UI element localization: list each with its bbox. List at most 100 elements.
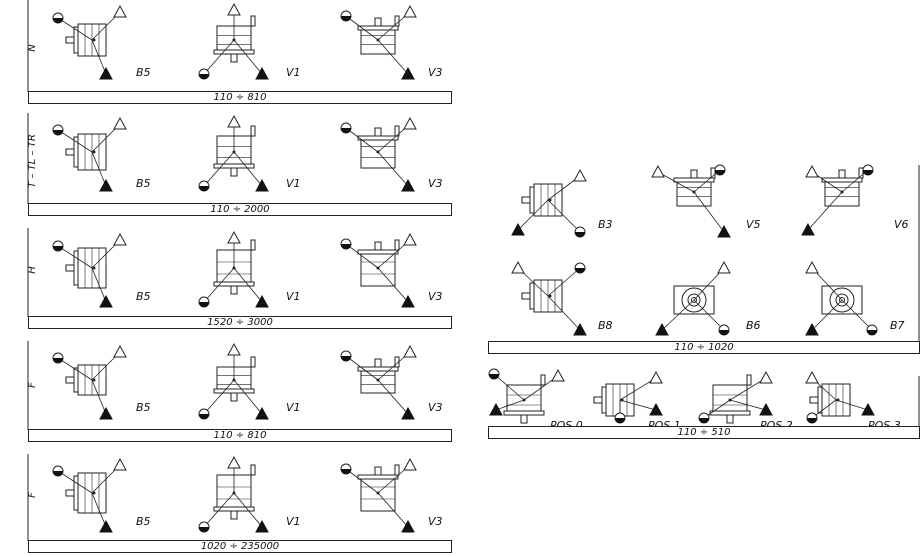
unit-flange <box>503 410 545 416</box>
label-f1-v1: V1 <box>286 401 301 414</box>
half-filled-circle-icon <box>807 418 817 423</box>
filled-triangle-icon <box>649 402 663 416</box>
gear-unit-vertical-view <box>357 15 400 55</box>
half-filled-circle-icon <box>341 16 351 21</box>
unit-flange <box>73 475 79 511</box>
open-triangle-icon <box>227 114 241 128</box>
leader-line <box>91 151 107 187</box>
range-right-top: 110 ÷ 1020 <box>488 341 920 354</box>
label-f2-v1: V1 <box>286 515 301 528</box>
unit-flange <box>357 474 399 480</box>
label-f2-v3: V3 <box>428 515 443 528</box>
gear-unit-vertical-view <box>821 167 864 207</box>
gear-unit-vertical-view <box>709 374 752 424</box>
half-filled-circle-icon <box>199 302 209 307</box>
filled-triangle-icon <box>401 178 415 192</box>
unit-flange <box>709 410 751 416</box>
half-filled-circle-icon <box>489 374 499 379</box>
gear-unit-vertical-view <box>357 356 400 394</box>
leader-line <box>547 267 581 297</box>
label-t-v1: V1 <box>286 177 301 190</box>
leader-line <box>345 127 379 153</box>
filled-triangle-icon <box>255 66 269 80</box>
leader-line <box>203 267 235 303</box>
gear-unit-side-view <box>521 279 563 313</box>
range-f1: 110 ÷ 810 <box>28 429 452 442</box>
leader-line <box>203 151 235 187</box>
leader-line <box>57 129 93 153</box>
unit-shaft <box>65 264 75 272</box>
label-h-v3: V3 <box>428 290 443 303</box>
half-filled-circle-icon <box>575 268 585 273</box>
open-triangle-icon <box>717 260 731 274</box>
unit-shaft <box>521 292 531 300</box>
filled-triangle-icon <box>255 294 269 308</box>
unit-breather <box>250 239 256 251</box>
label-b7: B7 <box>890 319 905 332</box>
gear-unit-vertical-view <box>357 239 400 287</box>
half-filled-circle-icon <box>53 471 63 476</box>
label-b3: B3 <box>598 218 613 231</box>
leader-line <box>233 151 263 187</box>
filled-triangle-icon <box>99 406 113 420</box>
label-f2-b5: B5 <box>136 515 151 528</box>
open-triangle-icon <box>403 4 417 18</box>
leader-line <box>57 470 93 494</box>
half-filled-circle-icon <box>341 469 351 474</box>
open-triangle-icon <box>113 344 127 358</box>
leader-line <box>693 299 725 331</box>
unit-breather <box>540 374 546 386</box>
unit-flange <box>357 249 399 255</box>
unit-breather <box>394 125 400 137</box>
open-triangle-icon <box>227 455 241 469</box>
leader-line <box>841 169 869 193</box>
range-h: 1520 ÷ 3000 <box>28 316 452 329</box>
range-right-bottom: 110 ÷ 510 <box>488 426 920 439</box>
half-filled-circle-icon <box>341 356 351 361</box>
half-filled-circle-icon <box>199 414 209 419</box>
unit-shaft <box>374 241 382 251</box>
label-f1-b5: B5 <box>136 401 151 414</box>
leader-line <box>233 39 263 75</box>
label-n-v3: V3 <box>428 66 443 79</box>
range-t: 110 ÷ 2000 <box>28 203 452 216</box>
filled-triangle-icon <box>99 519 113 533</box>
filled-triangle-icon <box>861 402 875 416</box>
filled-triangle-icon <box>99 66 113 80</box>
label-b8: B8 <box>598 319 613 332</box>
unit-flange <box>529 282 535 310</box>
label-n-b5: B5 <box>136 66 151 79</box>
open-triangle-icon <box>551 368 565 382</box>
gear-unit-vertical-view <box>213 356 256 402</box>
unit-shaft <box>230 285 238 295</box>
half-filled-circle-icon <box>199 186 209 191</box>
filled-triangle-icon <box>489 402 503 416</box>
gear-unit-vertical-view <box>503 374 546 424</box>
unit-shaft <box>374 466 382 476</box>
unit-breather <box>250 356 256 368</box>
filled-triangle-icon <box>717 224 731 238</box>
unit-breather <box>250 464 256 476</box>
leader-line <box>619 377 657 401</box>
filled-triangle-icon <box>573 322 587 336</box>
label-v5: V5 <box>746 218 761 231</box>
filled-triangle-icon <box>655 322 669 336</box>
leader-line <box>377 492 409 528</box>
unit-flange <box>601 386 607 414</box>
unit-flange <box>529 186 535 214</box>
half-filled-circle-icon <box>715 170 725 175</box>
half-filled-circle-icon <box>53 130 63 135</box>
unit-shaft <box>65 489 75 497</box>
open-triangle-icon <box>113 4 127 18</box>
half-filled-circle-icon <box>575 232 585 237</box>
unit-shaft <box>593 396 603 404</box>
unit-flange <box>73 250 79 286</box>
filled-triangle-icon <box>805 322 819 336</box>
leader-line <box>661 299 695 331</box>
leader-line <box>811 299 843 331</box>
leader-line <box>547 199 581 233</box>
plug-markers <box>52 2 878 533</box>
unit-shaft <box>809 396 819 404</box>
unit-shaft <box>65 36 75 44</box>
